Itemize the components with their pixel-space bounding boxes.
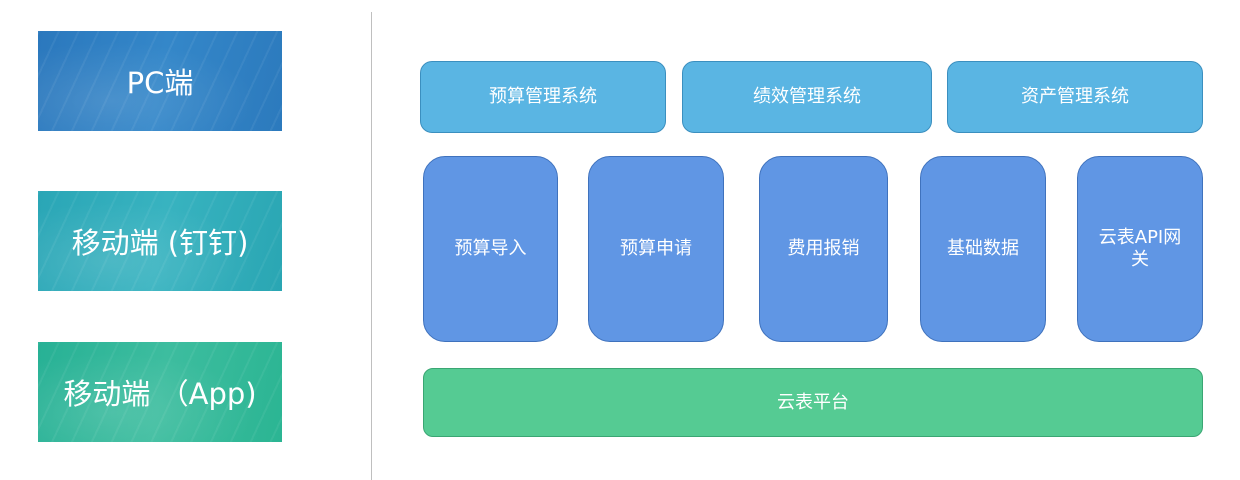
client-app: 移动端 （App) bbox=[38, 342, 282, 442]
module-label: 费用报销 bbox=[787, 238, 860, 259]
system-label: 绩效管理系统 bbox=[753, 86, 861, 107]
client-app-label: 移动端 （App) bbox=[63, 377, 257, 411]
system-budget-management: 预算管理系统 bbox=[420, 61, 666, 133]
module-api-gateway: 云表API网关 bbox=[1077, 156, 1203, 342]
module-label: 基础数据 bbox=[947, 238, 1019, 259]
module-label: 预算导入 bbox=[454, 238, 527, 259]
system-label: 预算管理系统 bbox=[489, 86, 597, 107]
client-pc-label: PC端 bbox=[126, 66, 194, 100]
client-dingtalk-label: 移动端 (钉钉) bbox=[71, 226, 249, 260]
platform-label: 云表平台 bbox=[777, 391, 849, 413]
module-expense-reimbursement: 费用报销 bbox=[759, 156, 888, 342]
client-pc: PC端 bbox=[38, 31, 282, 131]
module-label: 云表API网关 bbox=[1098, 227, 1182, 270]
module-base-data: 基础数据 bbox=[920, 156, 1046, 342]
vertical-divider bbox=[371, 12, 372, 480]
client-dingtalk: 移动端 (钉钉) bbox=[38, 191, 282, 291]
platform-base: 云表平台 bbox=[423, 368, 1203, 437]
module-label: 预算申请 bbox=[620, 238, 692, 259]
module-budget-application: 预算申请 bbox=[588, 156, 724, 342]
system-performance-management: 绩效管理系统 bbox=[682, 61, 932, 133]
system-label: 资产管理系统 bbox=[1021, 86, 1129, 107]
system-asset-management: 资产管理系统 bbox=[947, 61, 1203, 133]
module-budget-import: 预算导入 bbox=[423, 156, 558, 342]
